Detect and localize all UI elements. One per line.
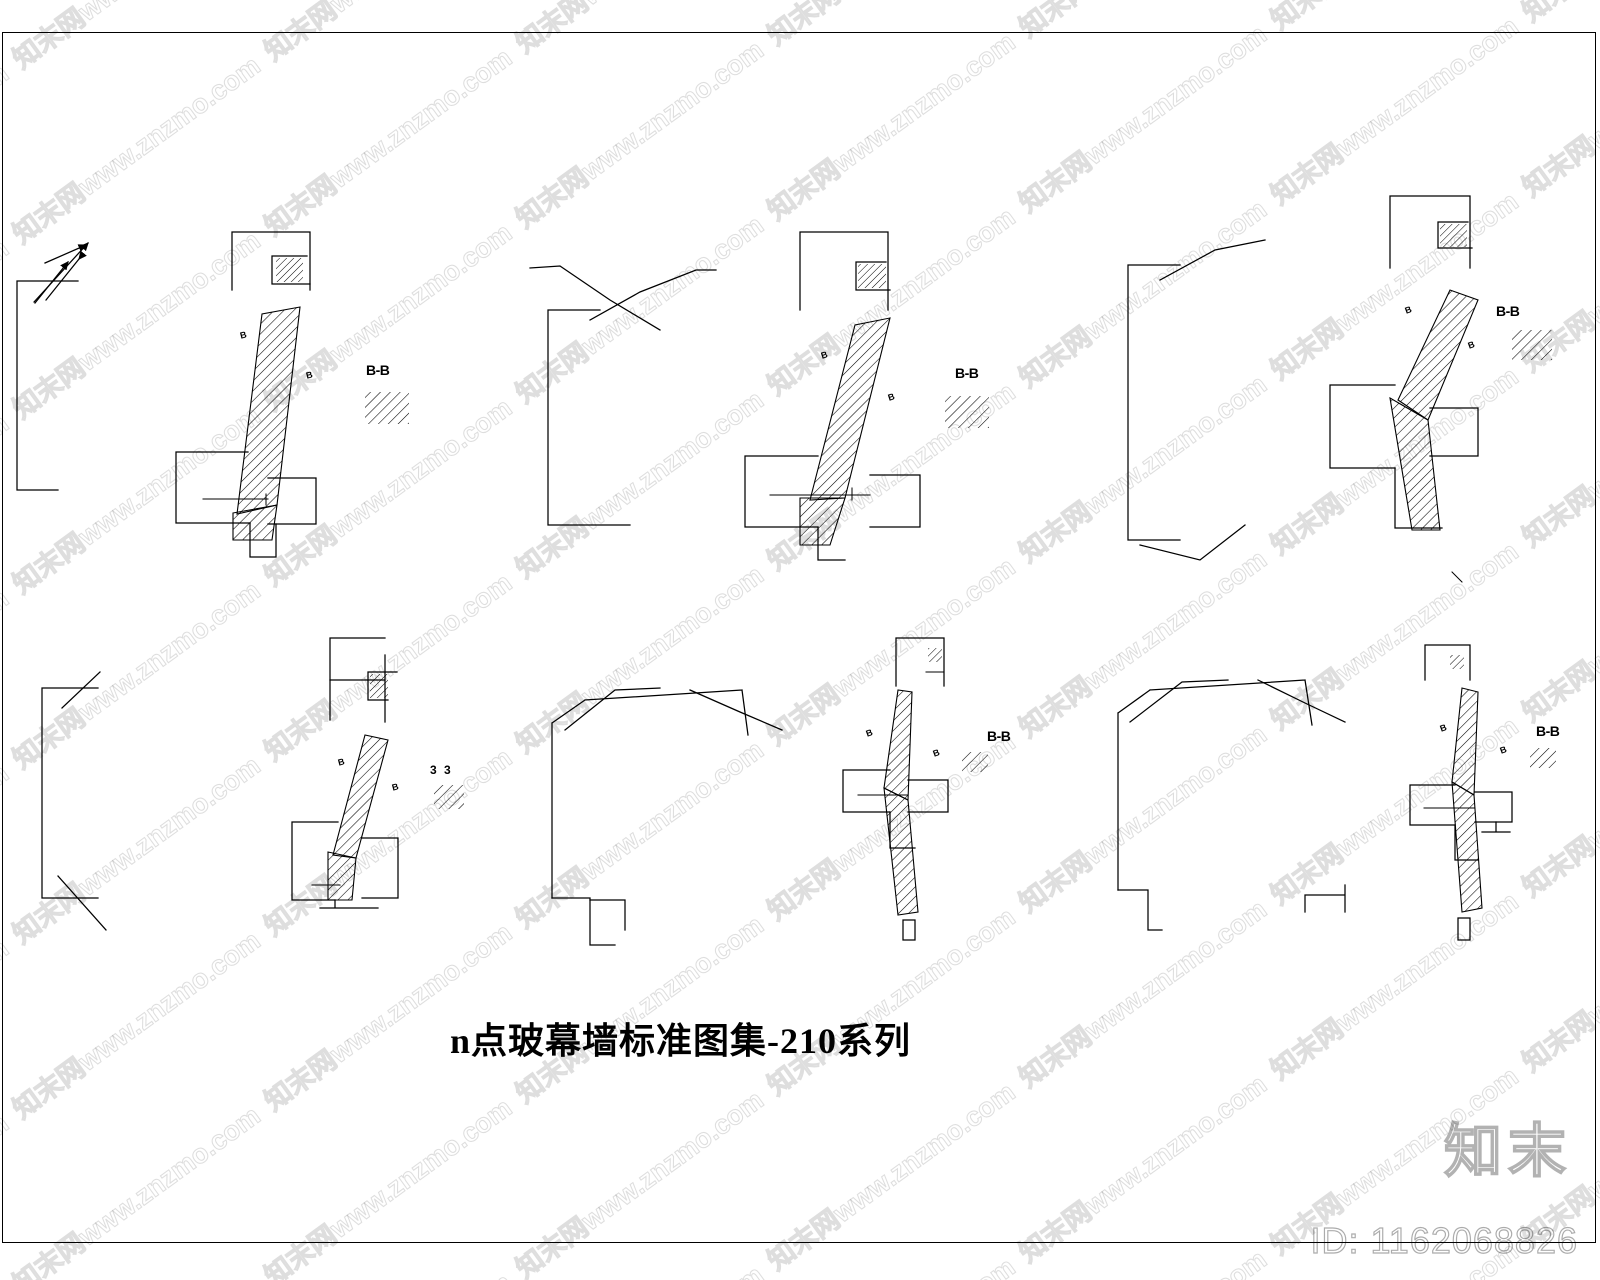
section-label-bb-2: B-B	[955, 365, 979, 381]
sheet-title: n点玻幕墙标准图集-210系列	[450, 1021, 912, 1061]
section-marker-b-1a: B	[238, 329, 248, 341]
section-label-bb-4: 3 3	[430, 763, 453, 777]
section-label-bb-6: B-B	[1536, 723, 1560, 739]
section-label-bb-1: B-B	[366, 362, 390, 378]
drawing-frame-border	[2, 32, 1596, 1243]
znzmo-logo: 知末	[1443, 1118, 1572, 1185]
section-label-bb-3: B-B	[1496, 303, 1520, 319]
section-marker-b-1b: B	[304, 369, 314, 381]
asset-id-label: ID: 1162068826	[1310, 1219, 1578, 1261]
section-label-bb-5: B-B	[987, 728, 1011, 744]
